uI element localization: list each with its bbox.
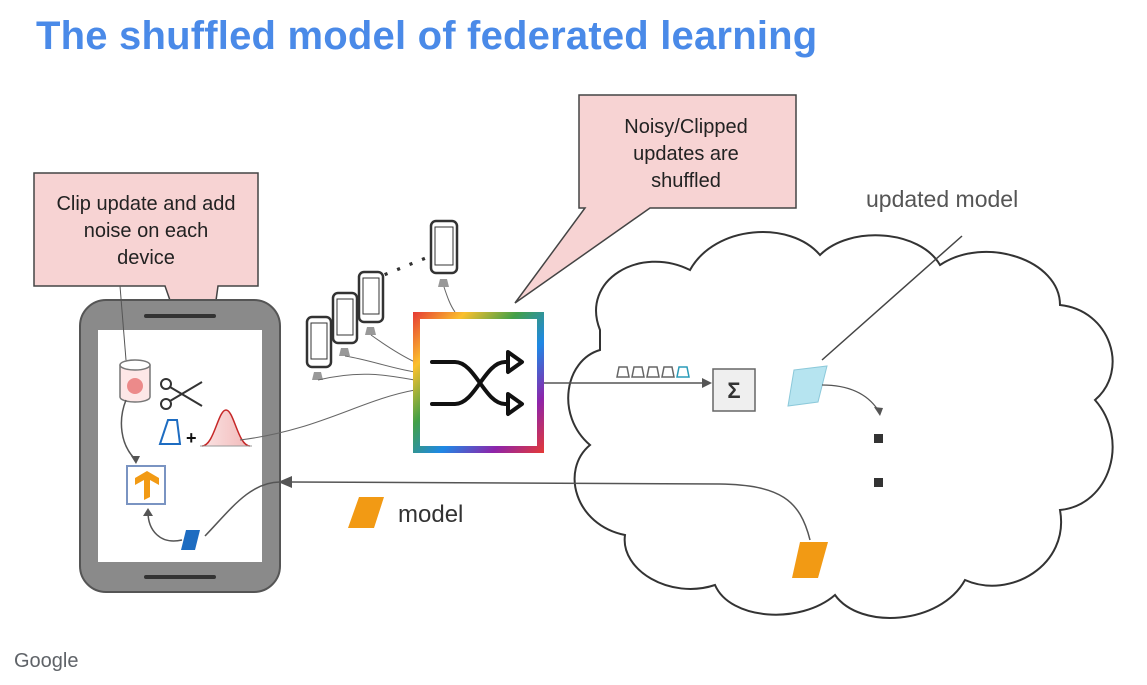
shuffler-callout-line-3: shuffled [651,170,721,192]
shuffler-callout: Noisy/Clipped updates are shuffled [514,94,797,304]
plus-sign: + [186,428,197,448]
small-phone-icon [305,315,333,380]
model-legend-shape [348,497,384,528]
scissors-icon [160,378,203,410]
updated-model-shape [787,365,828,407]
device-callout-line-3: device [117,247,175,269]
global-model-shape [792,542,828,578]
local-update-shape [181,530,200,550]
sum-symbol: Σ [727,378,740,403]
shuffled-updates [616,366,690,378]
cloud-icon [567,231,1114,619]
clipped-update-shape [158,419,182,445]
shuffler-callout-line-2: updates are [633,143,739,165]
updated-model-label: updated model [866,186,1018,212]
google-logo: Google [14,650,79,672]
shuffle-icon [413,312,544,453]
small-phone-icon [331,291,359,356]
shuffler-callout-line-1: Noisy/Clipped [624,116,747,138]
device-ellipsis: · · · · [379,246,433,287]
bell-curve-icon [200,409,252,447]
device-callout-line-2: noise on each [84,220,209,242]
slide-title: The shuffled model of federated learning [36,14,818,58]
iteration-dot [874,434,883,443]
iteration-dot [874,478,883,487]
small-phone-icon [357,270,385,335]
device-callout-line-1: Clip update and add [56,193,235,215]
small-phone-icon [429,219,459,287]
tensorflow-logo-icon [126,465,166,505]
model-label: model [398,501,463,528]
database-icon [119,359,151,403]
sum-icon: Σ [712,368,756,412]
